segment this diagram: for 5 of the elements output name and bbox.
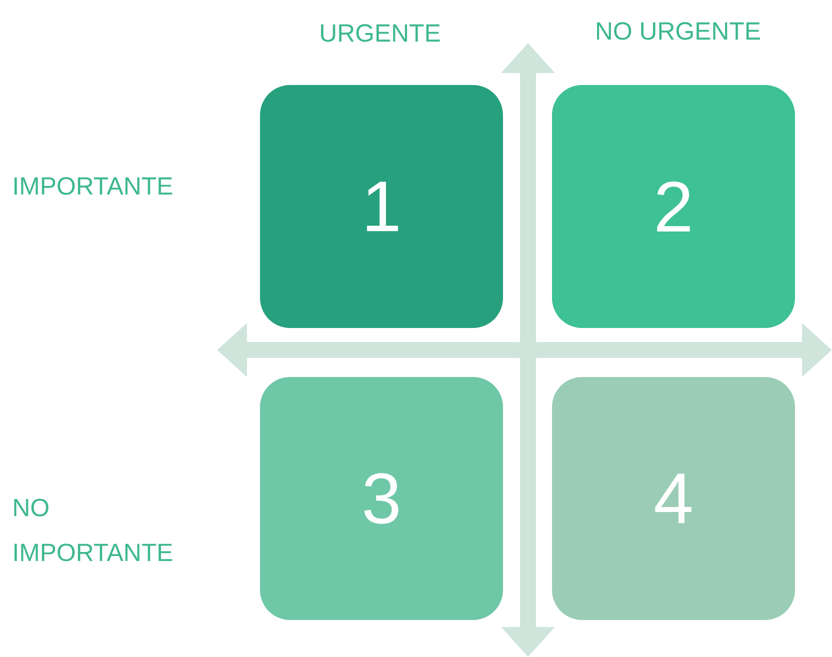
quadrant-box: 1: [260, 85, 503, 328]
quadrant-box: 2: [552, 85, 795, 328]
quadrant-box: 4: [552, 376, 795, 620]
axis-label: IMPORTANTE: [14, 177, 172, 195]
quadrant-box: 3: [260, 376, 503, 620]
